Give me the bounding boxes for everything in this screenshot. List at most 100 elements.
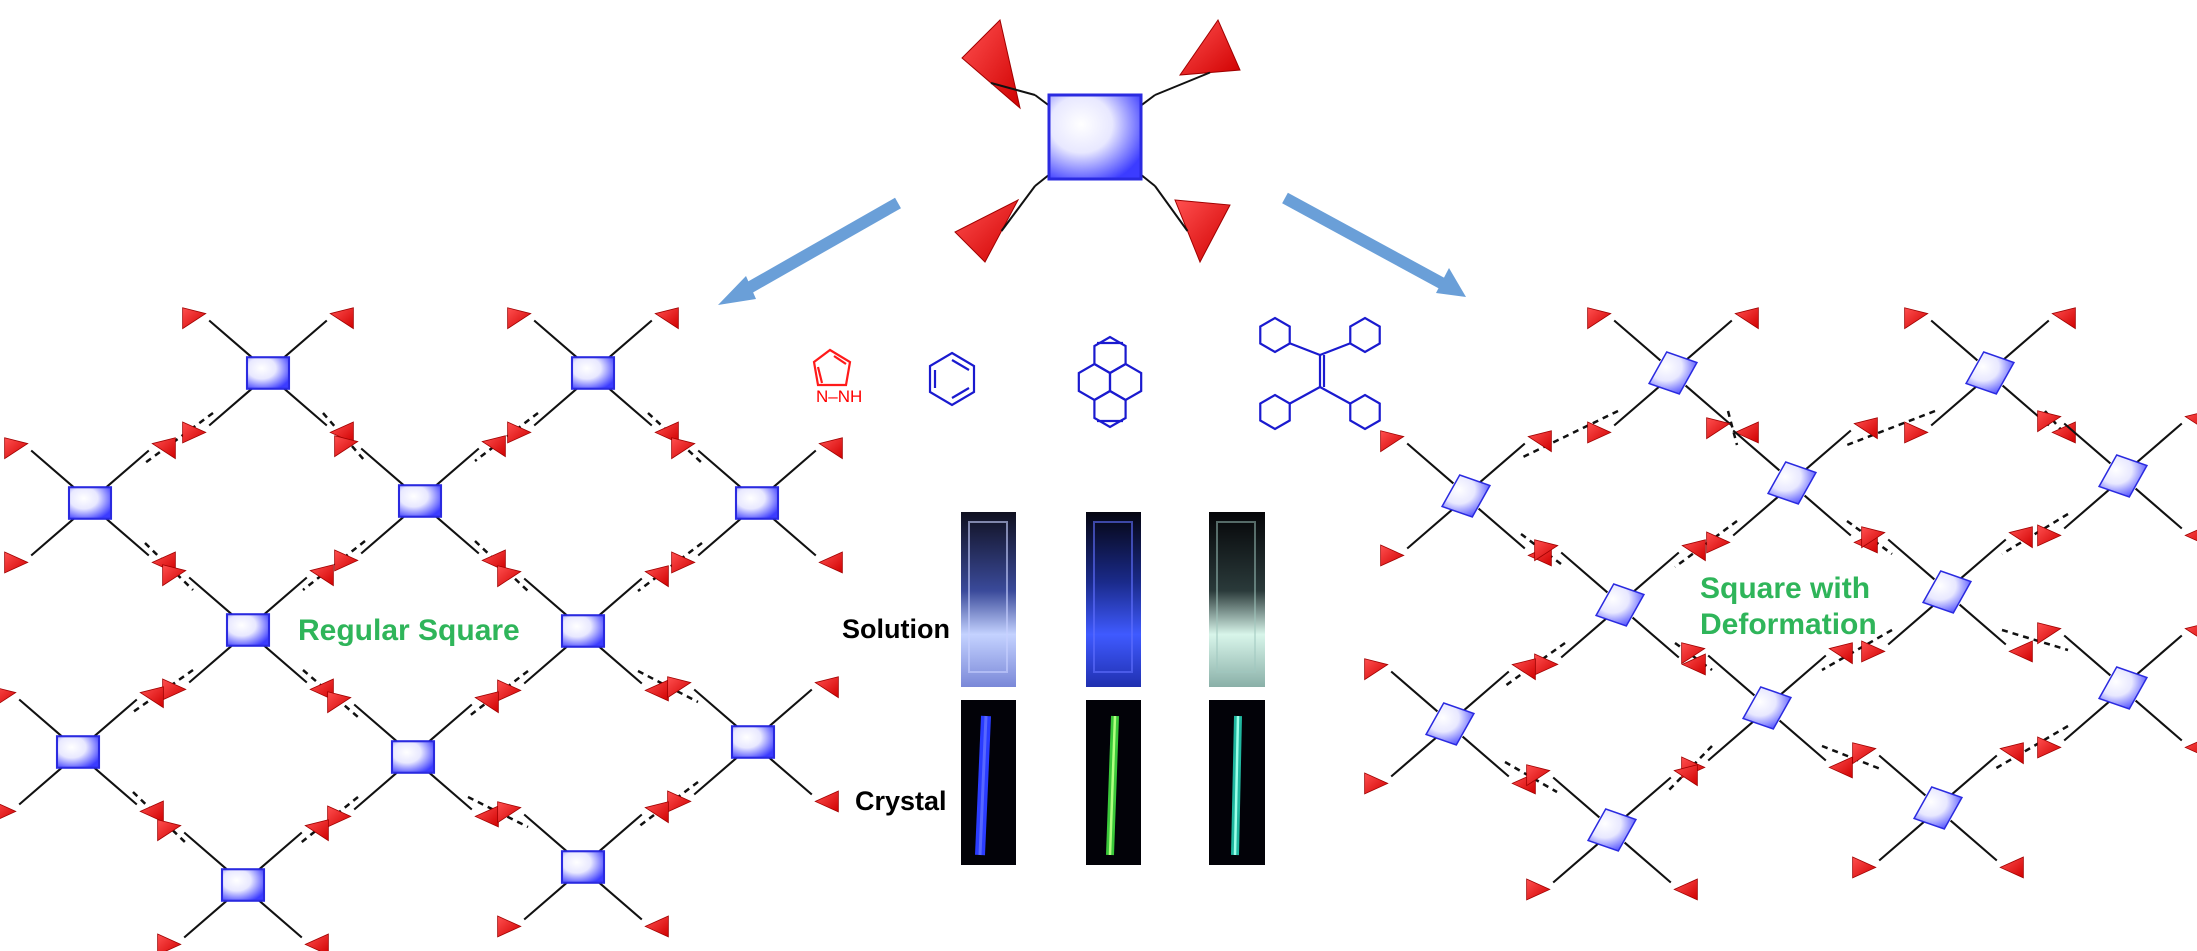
node-square bbox=[1594, 583, 1646, 627]
arm-triangle bbox=[2037, 524, 2062, 547]
arm-triangle bbox=[327, 805, 352, 828]
arm-triangle bbox=[644, 565, 669, 588]
arm-triangle bbox=[818, 551, 843, 574]
node-square bbox=[1964, 351, 2016, 395]
network-node bbox=[1852, 742, 2024, 879]
crystal-photo-2 bbox=[1086, 700, 1141, 865]
arm-triangle bbox=[2008, 526, 2033, 549]
node-square bbox=[730, 725, 776, 759]
arm-triangle bbox=[1852, 856, 1877, 879]
arm-triangle bbox=[4, 437, 29, 460]
node-square bbox=[2097, 666, 2149, 710]
arm-triangle bbox=[1861, 526, 1886, 549]
arm-triangle bbox=[1828, 642, 1853, 665]
hydrogen-bond-line bbox=[1674, 519, 1738, 569]
node-square bbox=[397, 484, 443, 518]
arm-triangle bbox=[2037, 622, 2062, 645]
arm-triangle bbox=[1380, 430, 1405, 453]
network-node bbox=[507, 307, 679, 444]
arm-triangle bbox=[1734, 421, 1759, 444]
arm-triangle bbox=[814, 790, 839, 813]
arm-triangle bbox=[1526, 878, 1551, 901]
crystal-photo-1 bbox=[961, 700, 1016, 865]
hydrogen-bond-line bbox=[144, 411, 214, 465]
arm-triangle bbox=[507, 307, 532, 330]
arm-triangle bbox=[1999, 742, 2024, 765]
arm-triangle bbox=[474, 691, 499, 714]
arm-triangle bbox=[644, 801, 669, 824]
hydrogen-bond-line bbox=[1520, 409, 1619, 460]
arm-triangle bbox=[507, 421, 532, 444]
arrow-to-right-network bbox=[1282, 192, 1466, 297]
arm-triangle bbox=[671, 437, 696, 460]
arm-triangle bbox=[654, 307, 679, 330]
arm-triangle bbox=[644, 915, 669, 938]
arm-triangle bbox=[961, 19, 1021, 110]
arrow-to-left-network bbox=[718, 197, 901, 305]
arm-triangle bbox=[304, 933, 329, 951]
arm-triangle bbox=[954, 198, 1020, 263]
left-network-label: Regular Square bbox=[298, 614, 520, 647]
arm-triangle bbox=[304, 819, 329, 842]
arm-triangle bbox=[1853, 417, 1878, 440]
arm-triangle bbox=[162, 564, 187, 587]
arm-triangle bbox=[1587, 421, 1612, 444]
node-square bbox=[570, 356, 616, 390]
arm-triangle bbox=[481, 435, 506, 458]
arm-triangle bbox=[139, 800, 164, 823]
network-node bbox=[1534, 539, 1706, 676]
arm-triangle bbox=[334, 549, 359, 572]
network-node bbox=[327, 691, 499, 828]
solution-photo-3 bbox=[1209, 512, 1265, 687]
arm-triangle bbox=[818, 437, 843, 460]
node-square bbox=[67, 486, 113, 520]
arm-triangle bbox=[2184, 741, 2197, 754]
network-node bbox=[1526, 764, 1698, 901]
arm-triangle bbox=[1673, 764, 1698, 787]
right-network-label-line2: Deformation bbox=[1700, 608, 1877, 641]
node-square bbox=[55, 735, 101, 769]
node-square bbox=[560, 850, 606, 884]
regular-square-network bbox=[0, 307, 843, 951]
arm-triangle bbox=[2184, 625, 2197, 637]
arm-triangle bbox=[1527, 430, 1552, 453]
solution-photo-1 bbox=[961, 512, 1016, 687]
pyrazole-nh-label: N–NH bbox=[816, 387, 862, 406]
arm-triangle bbox=[2037, 736, 2062, 759]
node-square bbox=[1047, 93, 1143, 181]
arm-triangle bbox=[667, 676, 692, 699]
arm-triangle bbox=[1706, 531, 1731, 554]
node-square bbox=[390, 740, 436, 774]
arm-triangle bbox=[474, 805, 499, 828]
arm-triangle bbox=[1904, 307, 1929, 330]
arm-triangle bbox=[334, 435, 359, 458]
arm-triangle bbox=[2184, 529, 2197, 542]
hydrogen-bond-line bbox=[1846, 409, 1936, 447]
network-node bbox=[1706, 417, 1878, 554]
node-square bbox=[1586, 808, 1638, 852]
arm-triangle bbox=[2184, 413, 2197, 425]
arm-triangle bbox=[644, 679, 669, 702]
node-square bbox=[245, 356, 291, 390]
arm-triangle bbox=[151, 437, 176, 460]
hydrogen-bond-line bbox=[1821, 628, 1893, 672]
hydrogen-bond-line bbox=[2001, 628, 2069, 652]
arm-triangle bbox=[2051, 307, 2076, 330]
network-node bbox=[1364, 658, 1536, 795]
arm-triangle bbox=[497, 915, 522, 938]
hydrogen-bond-line bbox=[474, 412, 539, 462]
arm-triangle bbox=[157, 819, 182, 842]
network-node bbox=[162, 564, 334, 701]
arm-triangle bbox=[182, 307, 207, 330]
node-square bbox=[1766, 461, 1818, 505]
arm-triangle bbox=[327, 691, 352, 714]
arm-triangle bbox=[1511, 658, 1536, 681]
node-square bbox=[220, 868, 266, 902]
network-node bbox=[157, 819, 329, 951]
node-square bbox=[2097, 454, 2149, 498]
hydrogen-bond-line bbox=[1674, 641, 1713, 672]
arm-triangle bbox=[1364, 772, 1389, 795]
arm-triangle bbox=[1364, 658, 1389, 681]
right-network-label-line1: Square with bbox=[1700, 572, 1870, 605]
